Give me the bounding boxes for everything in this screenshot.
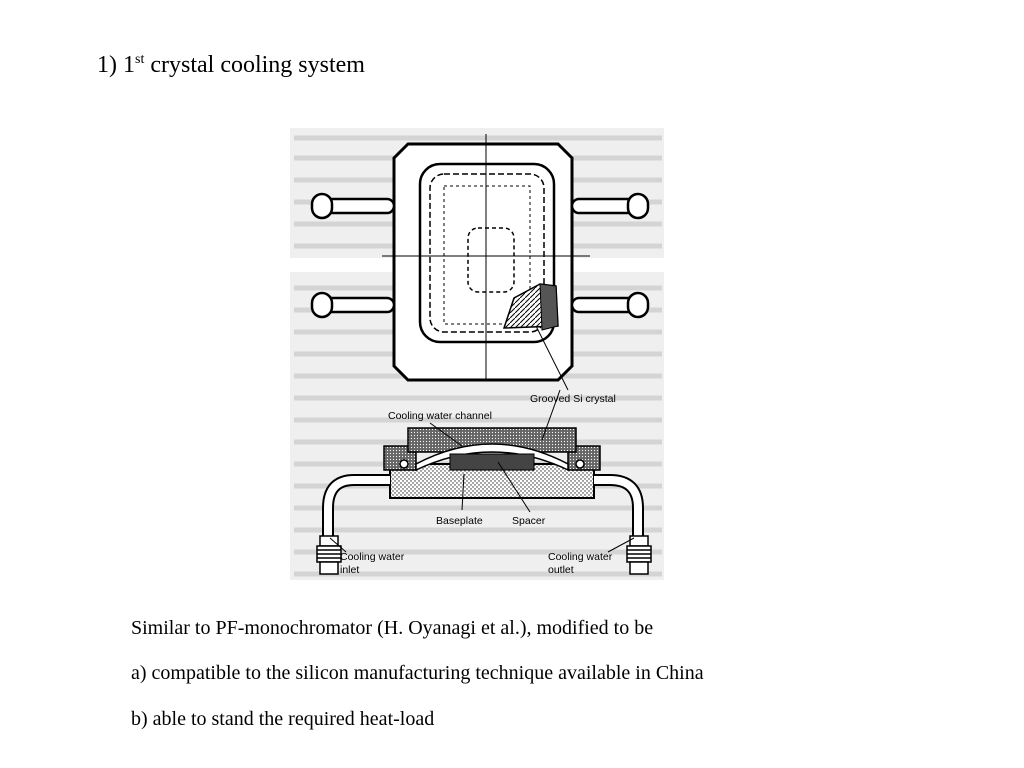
holder-cross-section: [316, 427, 652, 575]
label-baseplate: Baseplate: [436, 515, 483, 527]
label-inlet-line1: Cooling water: [340, 551, 405, 563]
spacer-shape: [449, 453, 535, 471]
label-grooved-si-crystal: Grooved Si crystal: [530, 393, 616, 405]
leader-lines: [329, 325, 635, 553]
title-rest: crystal cooling system: [144, 52, 365, 78]
inlet-fitting: [316, 535, 342, 575]
top-view-pipe-fittings: [310, 192, 650, 319]
label-spacer: Spacer: [512, 515, 546, 527]
label-outlet-line2: outlet: [548, 564, 574, 576]
outlet-fitting: [626, 535, 652, 575]
slide-title: 1) 1st crystal cooling system: [97, 52, 365, 79]
label-inlet-line2: inlet: [340, 564, 359, 576]
label-cooling-water-channel: Cooling water channel: [388, 410, 492, 422]
title-superscript: st: [135, 52, 145, 67]
caption-line-3: b) able to stand the required heat-load: [131, 708, 435, 730]
holder-top-view: [310, 134, 650, 382]
caption-line-2: a) compatible to the silicon manufacturi…: [131, 662, 704, 684]
label-outlet-line1: Cooling water: [548, 551, 613, 563]
caption-line-1: Similar to PF-monochromator (H. Oyanagi …: [131, 617, 654, 639]
cooling-system-figure: Grooved Si crystal Cooling water channel…: [290, 128, 664, 580]
title-prefix: 1) 1: [97, 52, 135, 78]
